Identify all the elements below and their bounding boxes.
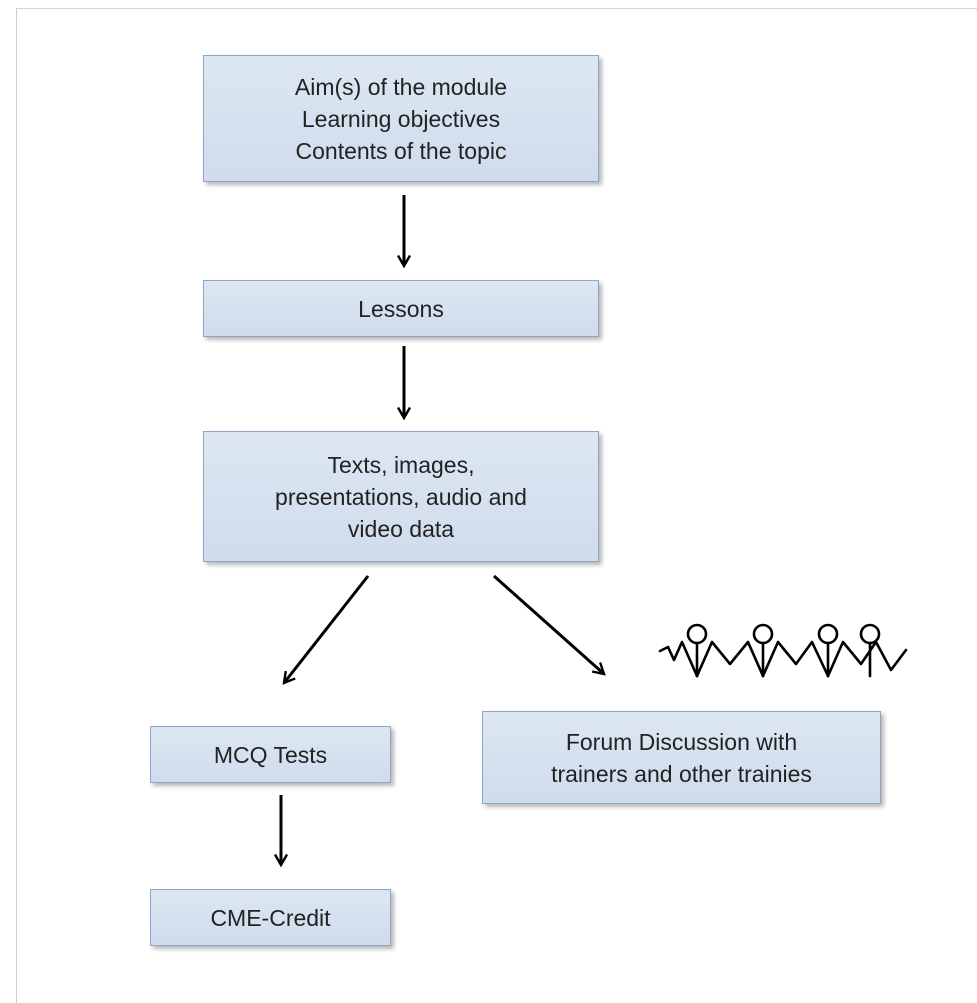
- people-holding-hands-icon: [658, 623, 908, 678]
- node-mcq-tests-label: MCQ Tests: [213, 741, 328, 768]
- node-media-line-2: presentations, audio and: [275, 483, 527, 510]
- node-module-info-line-2: Learning objectives: [301, 105, 501, 132]
- node-forum: Forum Discussion with trainers and other…: [482, 711, 881, 804]
- node-media-line-3: video data: [347, 515, 455, 542]
- node-mcq-tests: MCQ Tests: [150, 726, 391, 783]
- edge-media-to-mcq-tests: [282, 575, 370, 685]
- node-module-info-line-3: Contents of the topic: [295, 137, 507, 164]
- diagram-frame: [16, 8, 977, 1003]
- edge-media-to-forum: [493, 574, 606, 676]
- node-forum-line-2: trainers and other trainies: [551, 760, 812, 787]
- node-module-info: Aim(s) of the module Learning objectives…: [203, 55, 599, 182]
- node-cme-credit: CME-Credit: [150, 889, 391, 946]
- node-forum-line-1: Forum Discussion with: [565, 728, 798, 755]
- node-lessons: Lessons: [203, 280, 599, 337]
- node-media: Texts, images, presentations, audio and …: [203, 431, 599, 562]
- node-media-line-1: Texts, images,: [327, 451, 475, 478]
- node-lessons-label: Lessons: [358, 295, 444, 322]
- node-cme-credit-label: CME-Credit: [210, 904, 331, 931]
- node-module-info-line-1: Aim(s) of the module: [294, 73, 508, 100]
